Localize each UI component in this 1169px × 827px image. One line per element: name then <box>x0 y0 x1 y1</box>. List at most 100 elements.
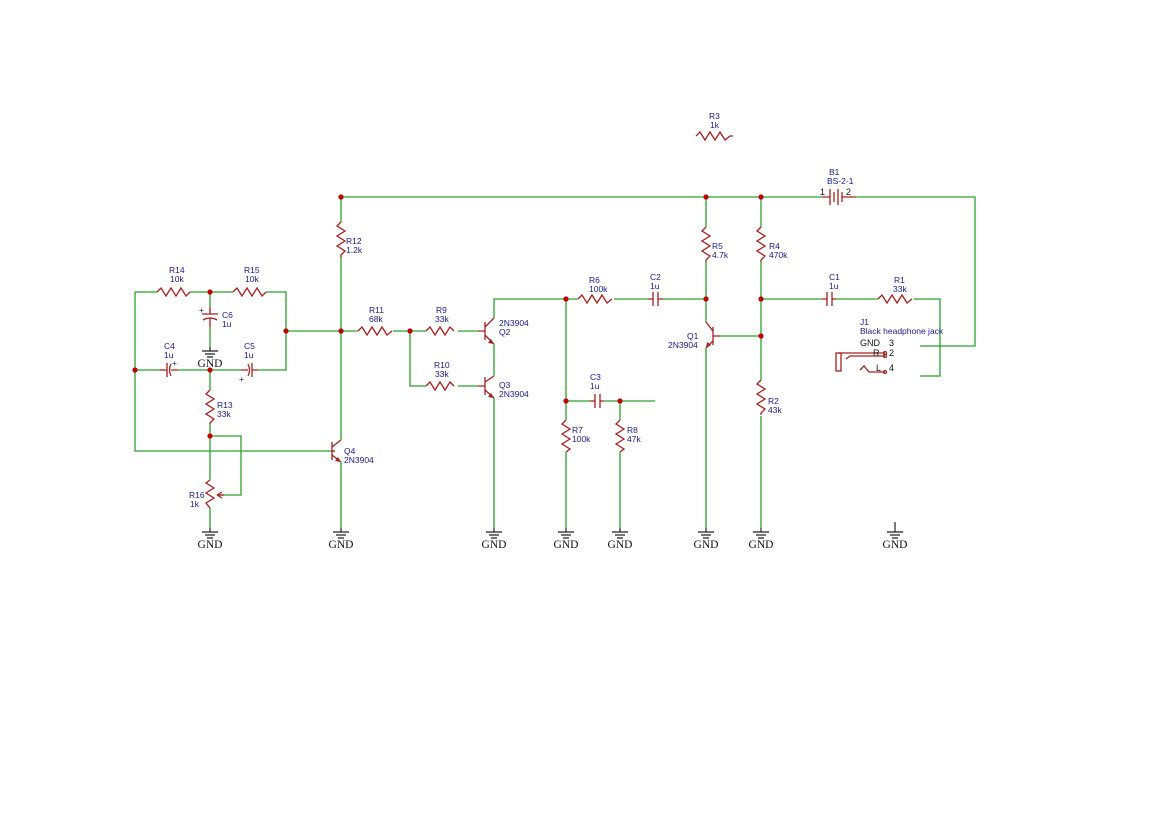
c2-ref: C2 <box>650 272 661 282</box>
wire-q1 <box>705 197 761 528</box>
r14-ref: R14 <box>169 265 185 275</box>
b1-value: BS-2-1 <box>827 176 854 186</box>
junction <box>617 398 623 404</box>
resistor-r11 <box>357 325 393 337</box>
c5-plus: + <box>239 374 244 384</box>
q1-ref: Q1 <box>687 331 699 341</box>
junction <box>758 296 764 302</box>
q2-emitter-arrow <box>488 339 494 344</box>
c3-value: 1u <box>590 381 600 391</box>
resistors <box>156 130 913 509</box>
wire-c3 <box>565 299 655 528</box>
resistor-r2 <box>755 379 767 415</box>
resistor-r9 <box>425 325 455 337</box>
ground-icon <box>698 528 714 539</box>
ground-icon <box>887 522 903 539</box>
jack-body <box>835 352 842 372</box>
resistor-r7 <box>560 419 572 453</box>
j1-pin-2: 2 <box>889 348 894 358</box>
r11-ref: R11 <box>369 305 384 315</box>
r14-value: 10k <box>170 274 184 284</box>
gnd-label: GND <box>329 539 354 551</box>
junctions <box>132 194 764 439</box>
gnd-label: GND <box>608 539 633 551</box>
ground-icon <box>558 528 574 539</box>
junction <box>563 398 569 404</box>
headphone-jack-j1 <box>835 350 888 375</box>
r4-value: 470k <box>769 250 788 260</box>
capacitor-c2 <box>648 292 663 306</box>
r15-ref: R15 <box>244 265 260 275</box>
component-labels: R3 1k B1 BS-2-1 1 2 R12 1.2k R5 4.7k R4 … <box>164 111 944 509</box>
junction <box>207 433 213 439</box>
r10-ref: R10 <box>434 360 450 370</box>
capacitors: + + + <box>160 292 836 408</box>
b1-pin2: 2 <box>846 187 851 197</box>
capacitor-c3 <box>590 394 604 408</box>
transistor-q4 <box>331 439 342 463</box>
wire-output <box>761 298 941 377</box>
resistor-r12 <box>335 221 347 258</box>
resistor-r5 <box>700 226 712 262</box>
q3-ref: Q3 <box>499 380 511 390</box>
r4-ref: R4 <box>769 241 780 251</box>
resistor-r14 <box>156 286 191 298</box>
transistor-q3 <box>478 375 495 399</box>
junction <box>758 333 764 339</box>
c6-value: 1u <box>222 319 232 329</box>
q3-value: 2N3904 <box>499 389 529 399</box>
c4-ref: C4 <box>164 341 175 351</box>
gnd-label: GND <box>198 358 223 370</box>
r5-ref: R5 <box>712 241 723 251</box>
r3-ref: R3 <box>709 111 720 121</box>
gnd-label: GND <box>554 539 579 551</box>
r11-value: 68k <box>369 314 383 324</box>
ground-icon <box>612 528 628 539</box>
junction <box>758 194 764 200</box>
q1-value: 2N3904 <box>668 340 698 350</box>
r12-ref: R12 <box>346 236 362 246</box>
r7-ref: R7 <box>572 425 583 435</box>
r16-ref: R16 <box>189 490 205 500</box>
c2-value: 1u <box>650 281 660 291</box>
resistor-r4 <box>755 226 767 262</box>
j1-pin-gnd: GND <box>860 338 881 348</box>
r10-value: 33k <box>435 369 449 379</box>
q2-ref: Q2 <box>499 327 511 337</box>
q1-emitter-arrow <box>706 342 711 348</box>
resistor-r15 <box>232 286 267 298</box>
r3-value: 1k <box>710 120 720 130</box>
q4-ref: Q4 <box>344 446 356 456</box>
resistor-r6 <box>577 293 613 305</box>
gnd-label: GND <box>198 539 223 551</box>
pot-wiper-arrow <box>216 491 224 499</box>
r7-value: 100k <box>572 434 591 444</box>
ground-symbols <box>202 347 903 539</box>
resistor-r8 <box>614 419 626 453</box>
junction <box>283 328 289 334</box>
c4-plus: + <box>172 358 177 368</box>
junction <box>703 194 709 200</box>
c6-ref: C6 <box>222 310 233 320</box>
gnd-label: GND <box>694 539 719 551</box>
gnd-label: GND <box>749 539 774 551</box>
r2-ref: R2 <box>768 396 779 406</box>
r6-value: 100k <box>589 284 608 294</box>
r1-value: 33k <box>893 284 907 294</box>
j1-pin-3: 3 <box>889 338 894 348</box>
jack-pin4 <box>882 369 888 375</box>
r13-value: 33k <box>217 409 231 419</box>
jack-contacts <box>838 352 885 373</box>
c4-value: 1u <box>164 350 174 360</box>
ground-labels: GND GND GND GND GND GND GND GND GND <box>198 358 908 551</box>
wires <box>134 196 976 528</box>
wire-filter <box>134 291 358 528</box>
r12-value: 1.2k <box>346 245 363 255</box>
junction <box>407 328 413 334</box>
c6-plus: + <box>199 305 204 315</box>
c1-value: 1u <box>829 281 839 291</box>
q4-emitter-arrow <box>335 457 341 462</box>
b1-ref: B1 <box>829 167 840 177</box>
junction <box>132 367 138 373</box>
